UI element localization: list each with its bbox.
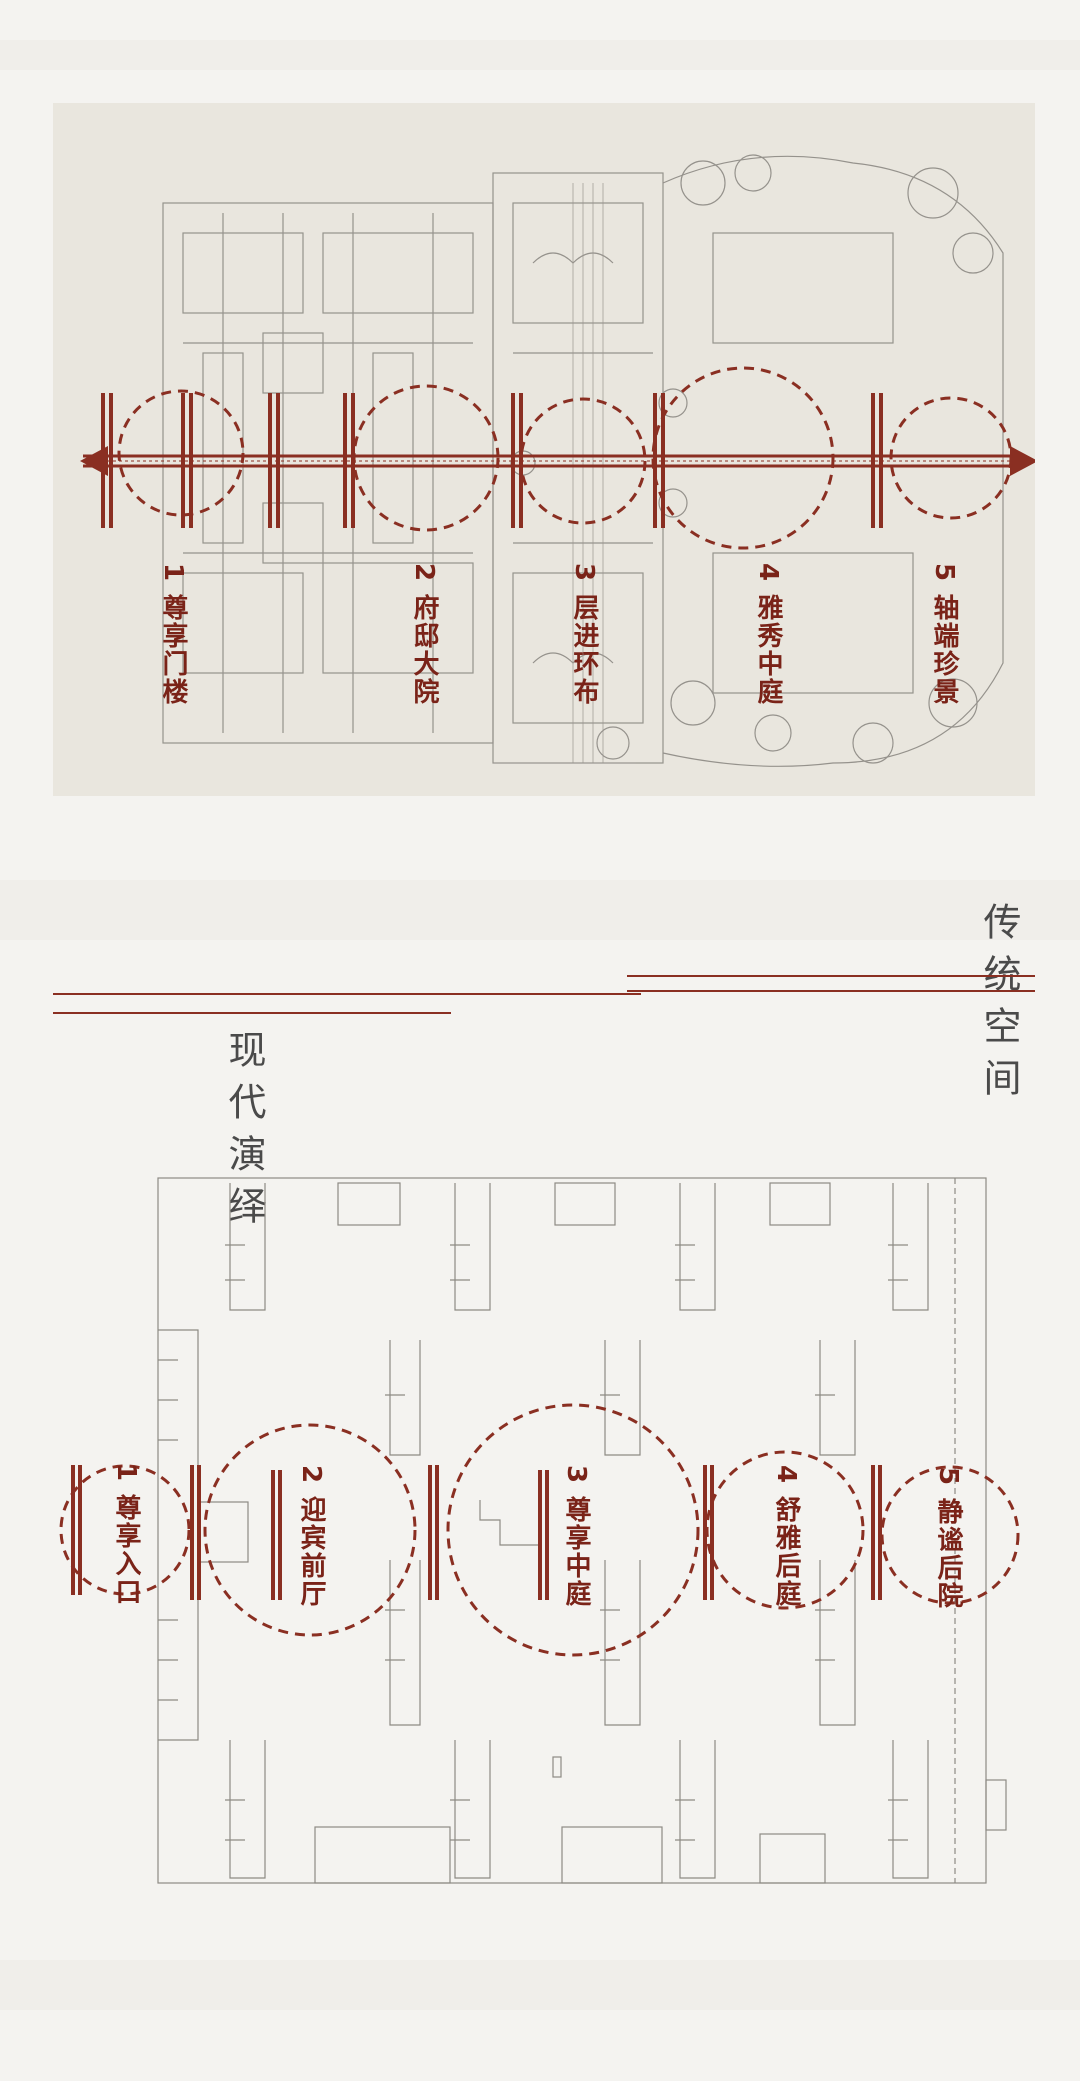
traditional-zone-3-label: 3 层进环布 <box>569 563 599 707</box>
modern-zone-5-label: 5 静谧后院 <box>933 1467 963 1611</box>
paper-texture <box>0 40 1080 70</box>
divider-rule <box>53 993 641 995</box>
divider-rule <box>53 1012 451 1014</box>
traditional-zone-1-label: 1 尊享门楼 <box>158 563 188 707</box>
paper-texture <box>0 1960 1080 2010</box>
modern-zone-1-label: 1 尊享入口 <box>111 1463 141 1607</box>
divider-rule <box>627 975 1035 977</box>
modern-zone-2-label: 2 迎宾前厅 <box>296 1465 326 1609</box>
modern-zone-3-label: 3 尊享中庭 <box>561 1465 591 1609</box>
traditional-zone-4-label: 4 雅秀中庭 <box>753 563 783 707</box>
traditional-plan-drawing <box>80 154 1035 767</box>
traditional-zone-2-label: 2 府邸大院 <box>409 563 439 707</box>
paper-texture <box>0 880 1080 940</box>
traditional-space-title: 传统空间 <box>977 902 1021 1110</box>
modern-zone-4-label: 4 舒雅后庭 <box>771 1465 801 1609</box>
traditional-zone-5-label: 5 轴端珍景 <box>929 563 959 707</box>
traditional-plan-panel: 1 尊享门楼 2 府邸大院 3 层进环布 4 雅秀中庭 5 轴端珍景 <box>53 103 1035 796</box>
modern-interpretation-title: 现代演绎 <box>222 1030 266 1238</box>
divider-rule <box>627 990 1035 992</box>
